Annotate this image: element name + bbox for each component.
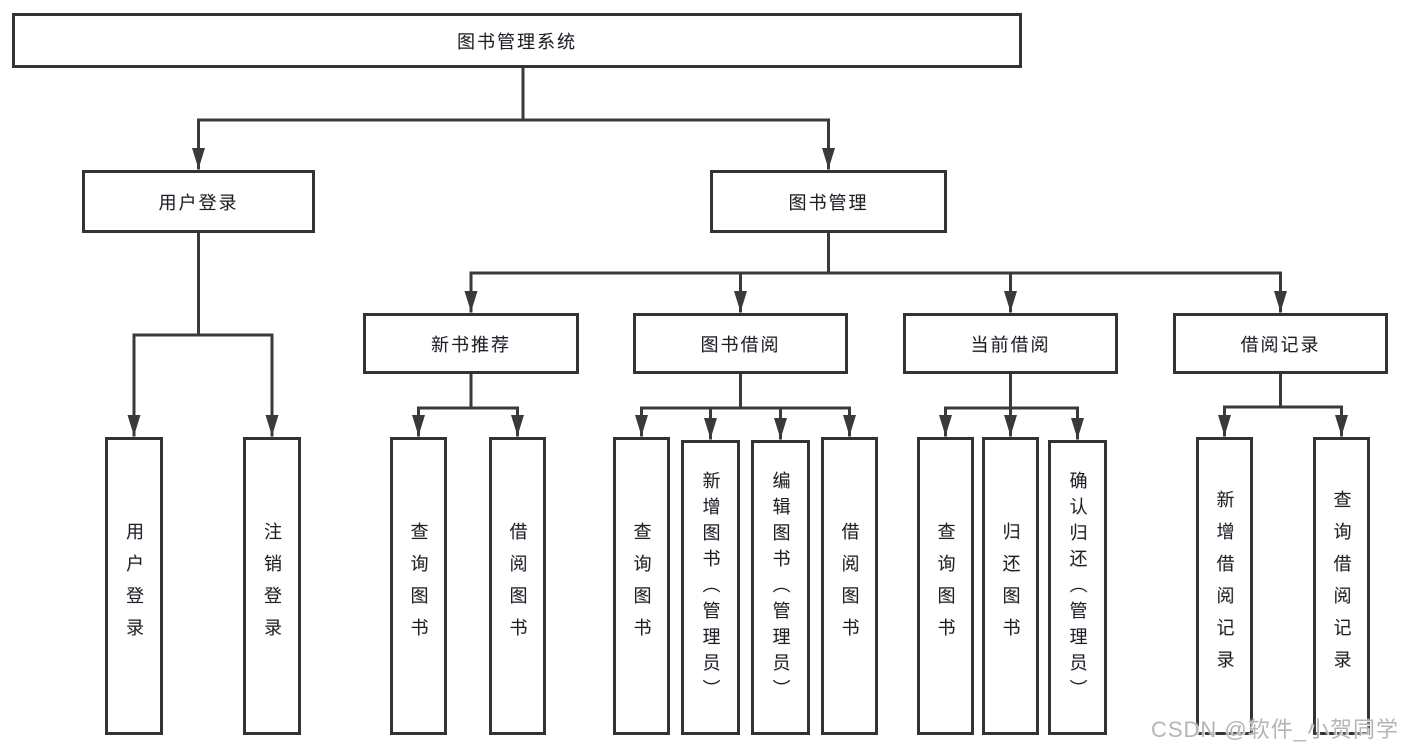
node-user-login: 用户登录 xyxy=(82,170,315,233)
node-cb-query: 查询图书 xyxy=(917,437,974,735)
node-current-borrow: 当前借阅 xyxy=(903,313,1118,374)
node-ul-logout: 注销登录 xyxy=(243,437,301,735)
node-label: 新书推荐 xyxy=(431,334,511,355)
node-label: 查询借阅记录 xyxy=(1331,490,1352,682)
node-nbr-borrow: 借阅图书 xyxy=(489,437,546,735)
node-label: 借阅图书 xyxy=(839,522,860,650)
node-label: 归还图书 xyxy=(1000,522,1021,650)
node-label: 新增图书（管理员） xyxy=(700,470,721,705)
node-bb-edit: 编辑图书（管理员） xyxy=(751,440,810,735)
node-label: 确认归还（管理员） xyxy=(1067,470,1088,705)
node-label: 用户登录 xyxy=(158,192,239,213)
node-label: 用户登录 xyxy=(124,522,144,650)
node-label: 查询图书 xyxy=(408,522,429,650)
node-label: 查询图书 xyxy=(935,522,956,650)
node-label: 当前借阅 xyxy=(970,334,1051,355)
node-nbr-query: 查询图书 xyxy=(390,437,447,735)
node-borrow-records: 借阅记录 xyxy=(1173,313,1388,374)
node-label: 图书借阅 xyxy=(700,334,781,355)
node-bb-borrow: 借阅图书 xyxy=(821,437,878,735)
node-root: 图书管理系统 xyxy=(12,13,1022,68)
node-label: 借阅记录 xyxy=(1240,334,1321,355)
node-bb-query: 查询图书 xyxy=(613,437,670,735)
node-bb-add: 新增图书（管理员） xyxy=(681,440,740,735)
node-label: 注销登录 xyxy=(262,522,282,650)
node-book-borrow: 图书借阅 xyxy=(633,313,848,374)
node-cb-confirm: 确认归还（管理员） xyxy=(1048,440,1107,735)
node-label: 查询图书 xyxy=(631,522,652,650)
node-new-book-rec: 新书推荐 xyxy=(363,313,579,374)
node-label: 图书管理 xyxy=(788,192,869,213)
node-cb-return: 归还图书 xyxy=(982,437,1039,735)
node-br-add: 新增借阅记录 xyxy=(1196,437,1253,735)
csdn-watermark: CSDN @软件_小贺同学 xyxy=(1150,717,1399,742)
node-label: 图书管理系统 xyxy=(457,31,577,52)
node-ul-login: 用户登录 xyxy=(105,437,163,735)
node-label: 借阅图书 xyxy=(507,522,528,650)
node-label: 新增借阅记录 xyxy=(1214,490,1235,682)
node-book-mgmt: 图书管理 xyxy=(710,170,947,233)
node-label: 编辑图书（管理员） xyxy=(770,470,791,705)
node-br-query: 查询借阅记录 xyxy=(1313,437,1370,735)
